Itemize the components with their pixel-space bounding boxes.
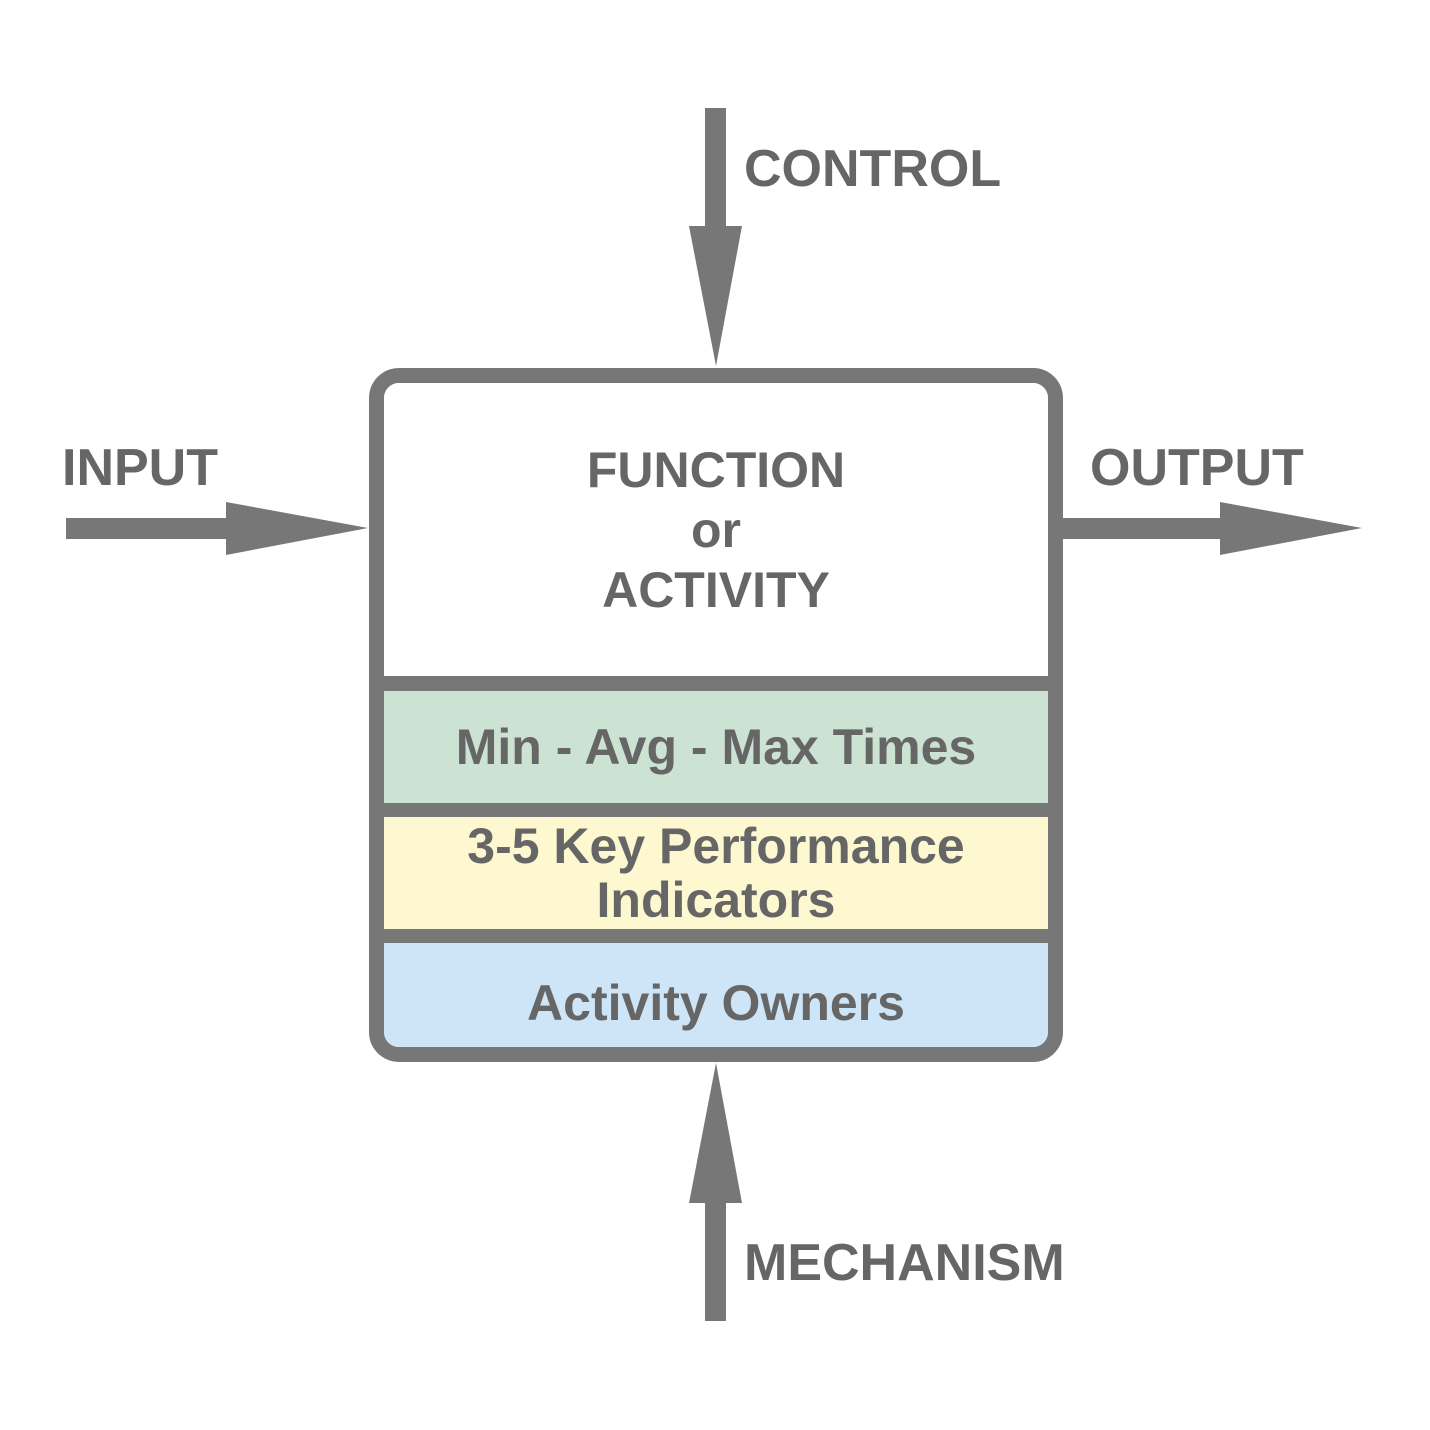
control-arrow xyxy=(689,108,742,366)
kpi-label-line1: 3-5 Key Performance xyxy=(467,818,965,874)
function-title-line1: FUNCTION xyxy=(586,441,846,498)
kpi-section: 3-5 Key Performance Indicators xyxy=(384,817,1048,929)
output-label: OUTPUT xyxy=(1090,439,1304,497)
function-title-line2: or xyxy=(691,501,741,558)
owners-section: Activity Owners xyxy=(384,943,1048,1047)
divider-3 xyxy=(384,929,1048,944)
times-section: Min - Avg - Max Times xyxy=(384,691,1048,803)
control-label: CONTROL xyxy=(744,140,1002,198)
mechanism-label: MECHANISM xyxy=(744,1234,1065,1292)
divider-1 xyxy=(384,676,1048,691)
input-arrow xyxy=(66,502,368,555)
function-title-line3: ACTIVITY xyxy=(602,561,830,618)
input-label: INPUT xyxy=(62,439,218,497)
divider-2 xyxy=(384,803,1048,818)
mechanism-arrow xyxy=(689,1063,742,1321)
owners-label: Activity Owners xyxy=(527,975,905,1031)
activity-box: FUNCTION or ACTIVITY Min - Avg - Max Tim… xyxy=(369,368,1063,1062)
function-section: FUNCTION or ACTIVITY xyxy=(384,383,1048,676)
times-label: Min - Avg - Max Times xyxy=(455,719,977,775)
output-arrow xyxy=(1062,502,1362,555)
kpi-label-line2: Indicators xyxy=(596,872,836,928)
